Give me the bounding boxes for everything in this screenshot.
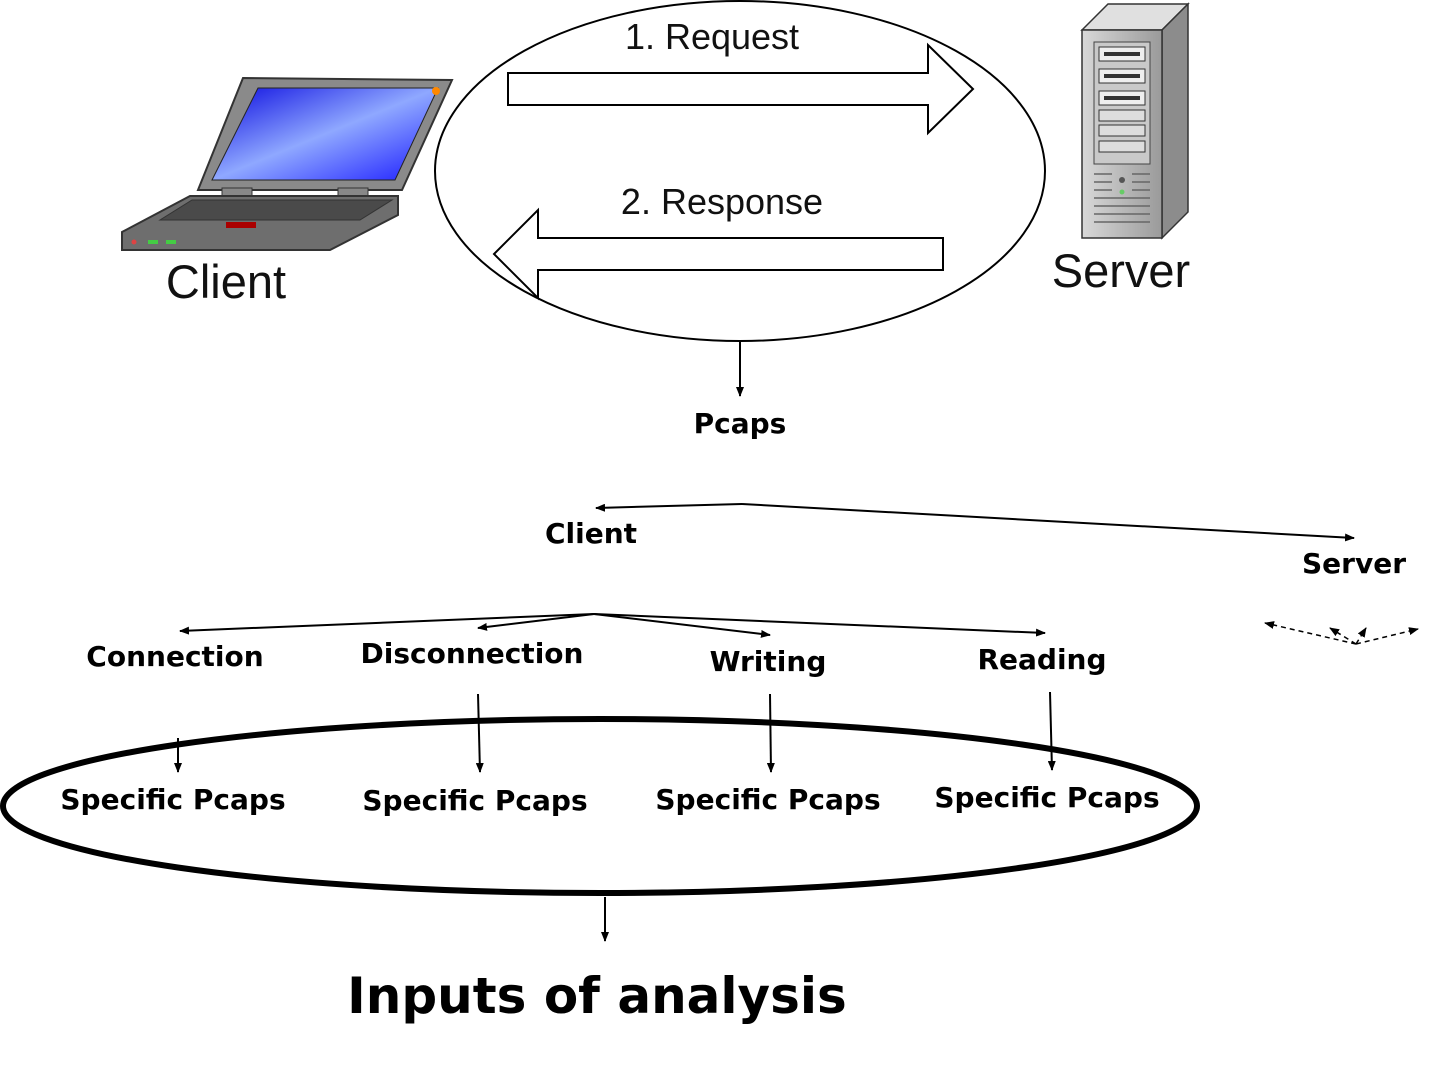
client-label: Client bbox=[166, 255, 286, 308]
laptop-icon bbox=[121, 76, 454, 251]
client-branch-arrows bbox=[179, 613, 1046, 638]
request-arrow bbox=[507, 42, 975, 136]
split-to-server-arrow bbox=[741, 503, 1355, 542]
inputs-of-analysis-label: Inputs of analysis bbox=[347, 967, 847, 1025]
phase-output-arrows bbox=[174, 691, 1056, 773]
response-label: 2. Response bbox=[621, 181, 823, 222]
phase-label-reading: Reading bbox=[977, 643, 1106, 676]
phase-label-connection: Connection bbox=[86, 640, 263, 673]
split-server-label: Server bbox=[1302, 547, 1406, 580]
split-client-label: Client bbox=[545, 517, 637, 550]
output-label-disconnection: Specific Pcaps bbox=[362, 784, 587, 817]
response-arrow bbox=[492, 207, 944, 301]
server-icon bbox=[1080, 2, 1190, 240]
output-label-reading: Specific Pcaps bbox=[934, 781, 1159, 814]
output-label-writing: Specific Pcaps bbox=[655, 783, 880, 816]
split-to-client-arrow bbox=[595, 503, 743, 512]
request-label: 1. Request bbox=[625, 16, 799, 57]
output-label-connection: Specific Pcaps bbox=[60, 783, 285, 816]
traffic-ellipse bbox=[434, 0, 1046, 342]
server-label: Server bbox=[1052, 244, 1190, 297]
outputs-ellipse bbox=[0, 716, 1200, 896]
phase-label-disconnection: Disconnection bbox=[361, 637, 584, 670]
server-branch-arrows bbox=[1264, 621, 1419, 645]
pcaps-label: Pcaps bbox=[694, 407, 787, 440]
phase-label-writing: Writing bbox=[710, 645, 827, 678]
